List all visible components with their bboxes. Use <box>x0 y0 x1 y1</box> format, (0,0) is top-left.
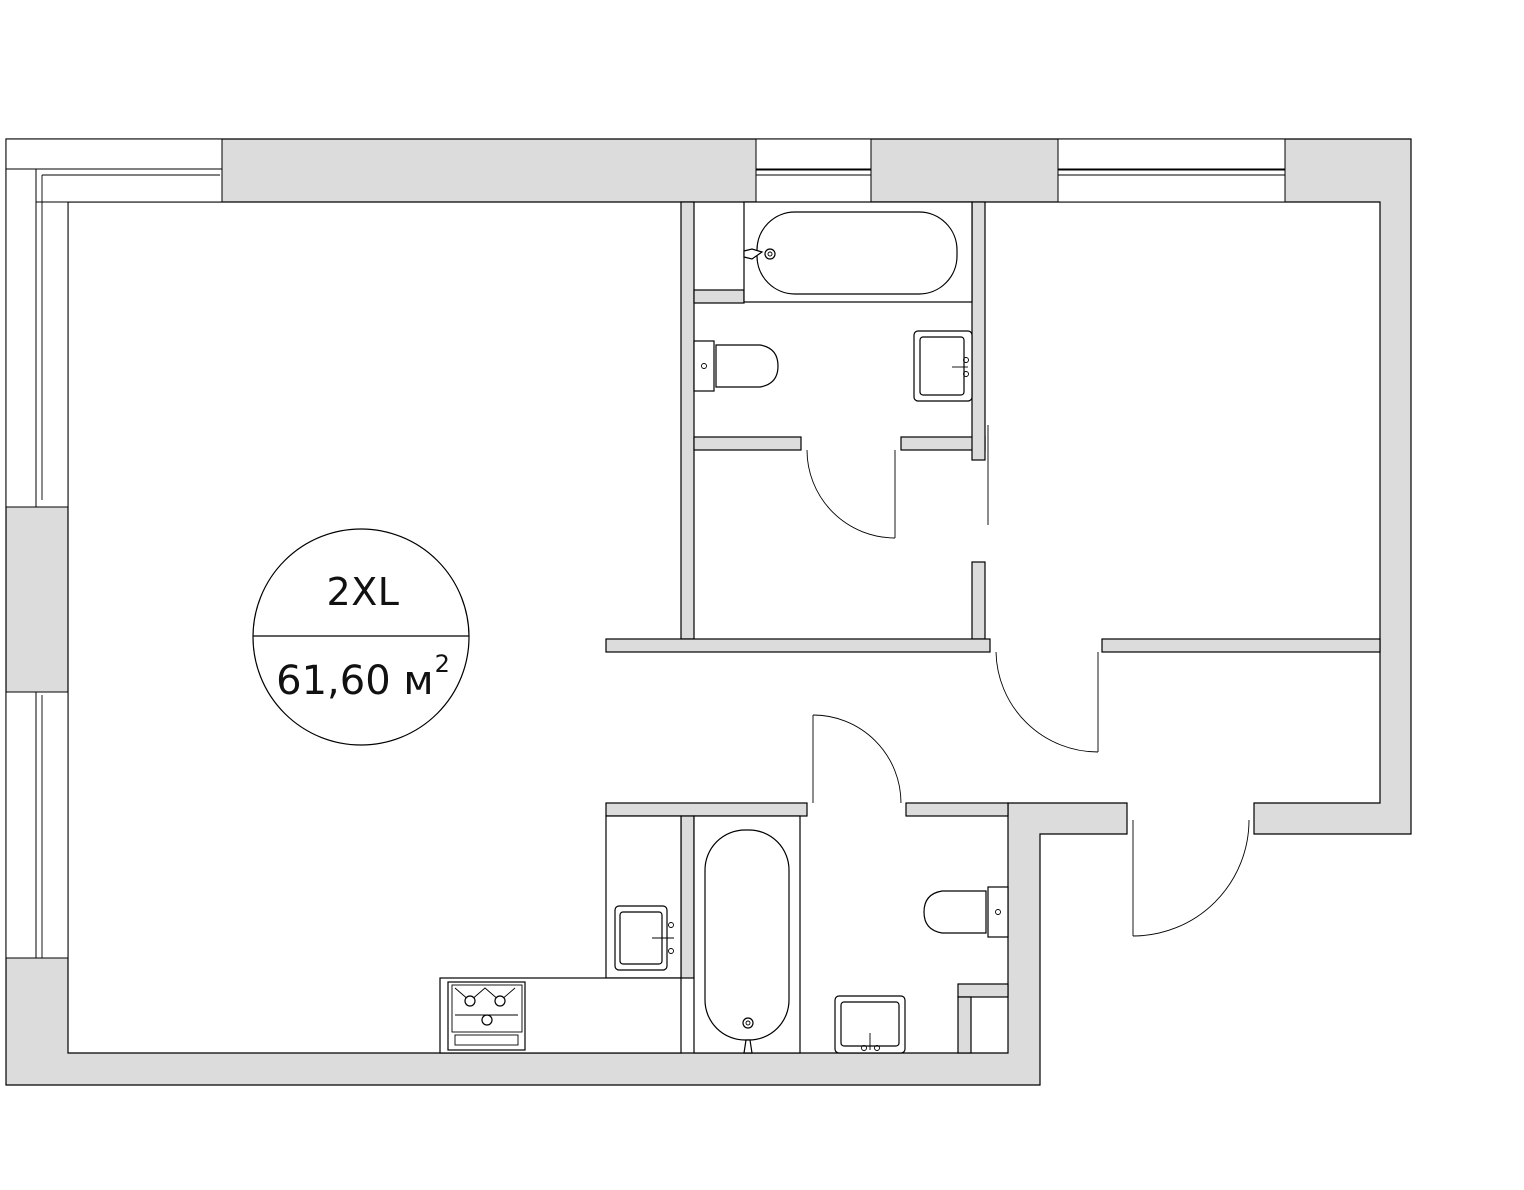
bathtub-icon <box>743 201 973 303</box>
toilet-icon <box>923 886 1009 938</box>
sink-icon <box>605 815 682 979</box>
wall-top <box>5 138 1412 1086</box>
sill-left-lower <box>35 691 69 959</box>
outer-walls <box>5 138 1412 1086</box>
sill-left-upper <box>35 201 69 508</box>
sill-left-top <box>35 168 223 203</box>
toilet-icon <box>693 340 779 392</box>
apartment-area: 61,60 м2 <box>253 650 473 704</box>
windows <box>5 138 1286 959</box>
area-exponent: 2 <box>434 650 450 678</box>
window-left-side-lower <box>5 691 37 959</box>
apartment-type: 2XL <box>326 570 400 614</box>
window-left-side-upper <box>5 168 37 508</box>
sill-top-mid <box>755 168 872 203</box>
window-left-top <box>5 138 223 170</box>
doors <box>806 425 1250 937</box>
sill-top-right <box>1057 168 1286 203</box>
area-value: 61,60 м <box>276 658 434 704</box>
bathtub-icon <box>693 815 801 1054</box>
area-badge <box>252 528 470 746</box>
stove-icon <box>439 977 682 1054</box>
sink-icon <box>913 330 973 402</box>
sink-icon <box>834 995 906 1054</box>
window-top-right <box>1057 138 1286 170</box>
window-top-mid <box>755 138 872 170</box>
